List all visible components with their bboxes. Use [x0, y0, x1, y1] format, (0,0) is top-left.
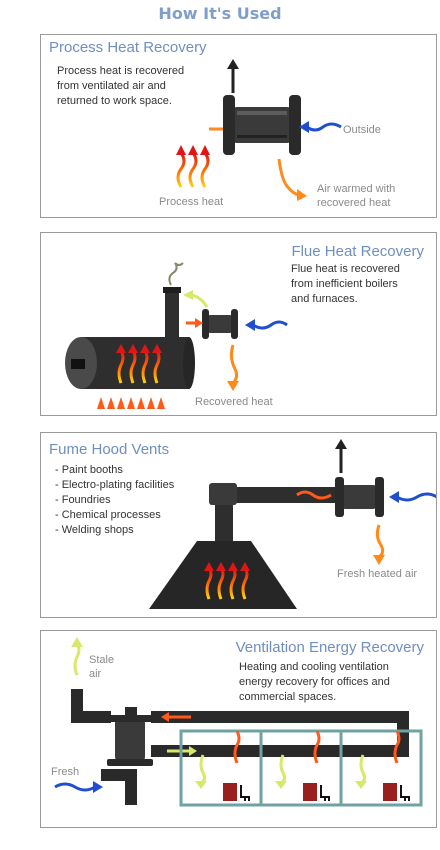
warmed-air-label: Air warmed with recovered heat — [317, 183, 396, 209]
outside-air-arrow — [306, 122, 342, 132]
burner-flames — [97, 397, 165, 409]
outside-label: Outside — [343, 124, 381, 136]
inner-heat-arrows — [117, 350, 161, 384]
desk-chair-icons — [223, 783, 410, 801]
page-title: How It's Used — [158, 4, 282, 23]
list-item: - Chemical processes — [55, 509, 161, 521]
list-item: - Paint booths — [55, 464, 123, 476]
heat-exchanger-unit — [107, 707, 153, 766]
fume-heat-arrows — [205, 567, 249, 600]
chimney — [165, 291, 179, 343]
fresh-heated-arrow — [375, 524, 385, 559]
ventilation-panel: Ventilation Energy Recovery Heating and … — [40, 630, 437, 828]
recovered-heat-arrow — [229, 344, 239, 385]
heat-exchanger-unit — [223, 95, 301, 155]
panel-description: Flue heat is recovered from inefficient … — [291, 263, 400, 305]
panel-title: Process Heat Recovery — [49, 39, 207, 56]
heat-exchanger-unit — [335, 477, 384, 517]
flue-heat-illustration — [65, 262, 288, 409]
flue-heat-panel: Flue Heat Recovery Flue heat is recovere… — [40, 232, 437, 416]
fume-hood-illustration — [149, 439, 436, 609]
process-heat-illustration — [176, 59, 342, 201]
panel-title: Flue Heat Recovery — [291, 243, 424, 260]
panel-description: Process heat is recovered from ventilate… — [57, 65, 185, 107]
fresh-air-arrow — [54, 782, 96, 792]
boiler — [65, 337, 195, 389]
duct-network — [71, 689, 409, 805]
smoke-icon — [168, 262, 184, 286]
panel-description: Heating and cooling ventilation energy r… — [239, 661, 390, 703]
use-case-list: - Paint booths - Electro-plating facilit… — [55, 463, 174, 538]
office-rooms — [179, 729, 423, 807]
list-item: - Foundries — [55, 494, 111, 506]
process-heat-arrows — [176, 152, 210, 188]
panel-title: Fume Hood Vents — [49, 441, 170, 458]
fume-hood-panel: Fume Hood Vents - Paint booths - Electro… — [40, 432, 437, 618]
list-item: - Welding shops — [55, 524, 134, 536]
stale-air-arrow — [73, 643, 81, 676]
fresh-label: Fresh — [51, 766, 80, 778]
process-heat-label: Process heat — [159, 196, 224, 208]
fresh-heated-label: Fresh heated air — [337, 568, 418, 580]
ventilation-illustration — [54, 637, 423, 807]
process-heat-panel: Process Heat Recovery Process heat is re… — [40, 34, 437, 218]
warmed-air-arrow — [277, 158, 300, 197]
recovered-heat-label: Recovered heat — [195, 396, 273, 408]
list-item: - Electro-plating facilities — [55, 479, 175, 491]
stale-air-label: Stale air — [89, 654, 115, 680]
heat-exchanger-unit — [202, 309, 238, 339]
panel-title: Ventilation Energy Recovery — [235, 639, 424, 656]
